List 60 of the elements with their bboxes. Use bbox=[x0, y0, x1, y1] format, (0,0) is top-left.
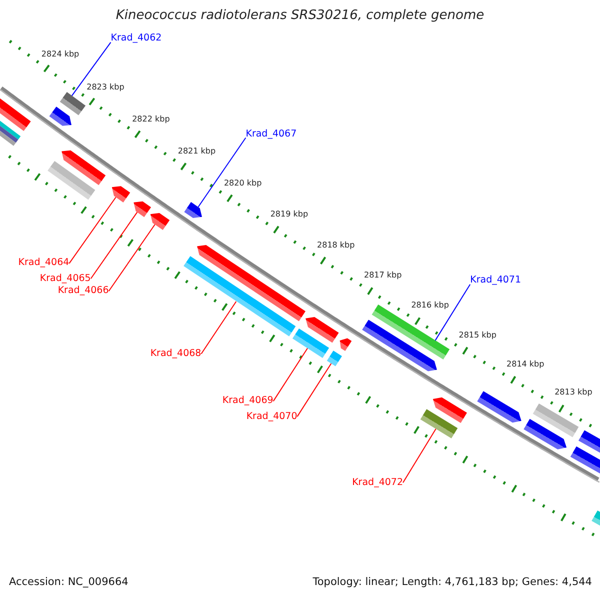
gene-block bbox=[362, 320, 437, 372]
scale-label: 2815 kbp bbox=[458, 330, 496, 340]
gene-block bbox=[340, 338, 352, 352]
gene-bar bbox=[48, 160, 96, 200]
gene-label: Krad_4064 bbox=[18, 258, 70, 270]
gene-block bbox=[134, 201, 152, 218]
leader-line bbox=[434, 284, 471, 341]
gene-bar bbox=[292, 328, 330, 358]
gene-bar bbox=[0, 120, 21, 146]
gene-block bbox=[570, 446, 600, 474]
scale-label: 2813 kbp bbox=[554, 388, 592, 398]
gene-bar bbox=[578, 430, 600, 453]
gene-label: Krad_4067 bbox=[246, 129, 297, 140]
scale-label: 2823 kbp bbox=[86, 82, 124, 92]
gene-label: Krad_4070 bbox=[246, 412, 298, 423]
gene-bar bbox=[326, 350, 342, 366]
scale-label: 2818 kbp bbox=[317, 240, 355, 250]
genome-stats-text: Topology: linear; Length: 4,761,183 bp; Genes: 4,544 bbox=[312, 576, 592, 588]
gene-label: Krad_4066 bbox=[58, 286, 109, 298]
gene-label: Krad_4068 bbox=[150, 348, 202, 360]
scale-label: 2821 kbp bbox=[178, 146, 216, 156]
gene-block bbox=[184, 202, 202, 218]
gene-block bbox=[306, 317, 339, 343]
leader-line bbox=[200, 300, 237, 354]
scale-label: 2820 kbp bbox=[224, 178, 262, 188]
map-title: Kineococcus radiotolerans SRS30216, complete genome bbox=[116, 9, 484, 24]
leader-line bbox=[296, 362, 332, 418]
gene-block bbox=[524, 418, 567, 450]
gene-bar bbox=[420, 409, 458, 438]
gene-label: Krad_4062 bbox=[110, 34, 162, 44]
gene-block bbox=[150, 213, 170, 230]
scale-label: 2824 kbp bbox=[41, 49, 80, 58]
scale-label: 2822 kbp bbox=[132, 114, 170, 124]
gene-block bbox=[62, 150, 106, 186]
gene-bar bbox=[184, 256, 296, 336]
scale-label: 2819 kbp bbox=[270, 210, 308, 219]
gene-block bbox=[477, 391, 522, 423]
gene-block bbox=[49, 106, 72, 126]
gene-bar bbox=[592, 510, 600, 526]
leader-line bbox=[108, 224, 156, 292]
leader-line bbox=[71, 42, 112, 96]
scale-label: 2814 kbp bbox=[506, 359, 544, 368]
accession-text: Accession: NC_009664 bbox=[9, 576, 128, 588]
scale-label: 2816 kbp bbox=[411, 300, 449, 310]
gene-block bbox=[112, 186, 130, 202]
gene-block bbox=[0, 98, 31, 132]
leader-line bbox=[68, 196, 116, 264]
leader-line bbox=[402, 428, 436, 484]
scale-label: 2817 kbp bbox=[364, 270, 402, 280]
leader-line bbox=[272, 348, 308, 402]
leader-line bbox=[90, 212, 138, 280]
gene-label: Krad_4065 bbox=[40, 274, 91, 285]
gene-label: Krad_4069 bbox=[222, 396, 274, 408]
gene-label: Krad_4071 bbox=[470, 276, 522, 287]
gene-bar bbox=[532, 403, 579, 438]
gene-block bbox=[197, 245, 306, 322]
gene-label: Krad_4072 bbox=[352, 478, 403, 489]
gene-block bbox=[432, 397, 467, 423]
gene-bar bbox=[60, 92, 86, 116]
leader-line bbox=[198, 137, 246, 208]
